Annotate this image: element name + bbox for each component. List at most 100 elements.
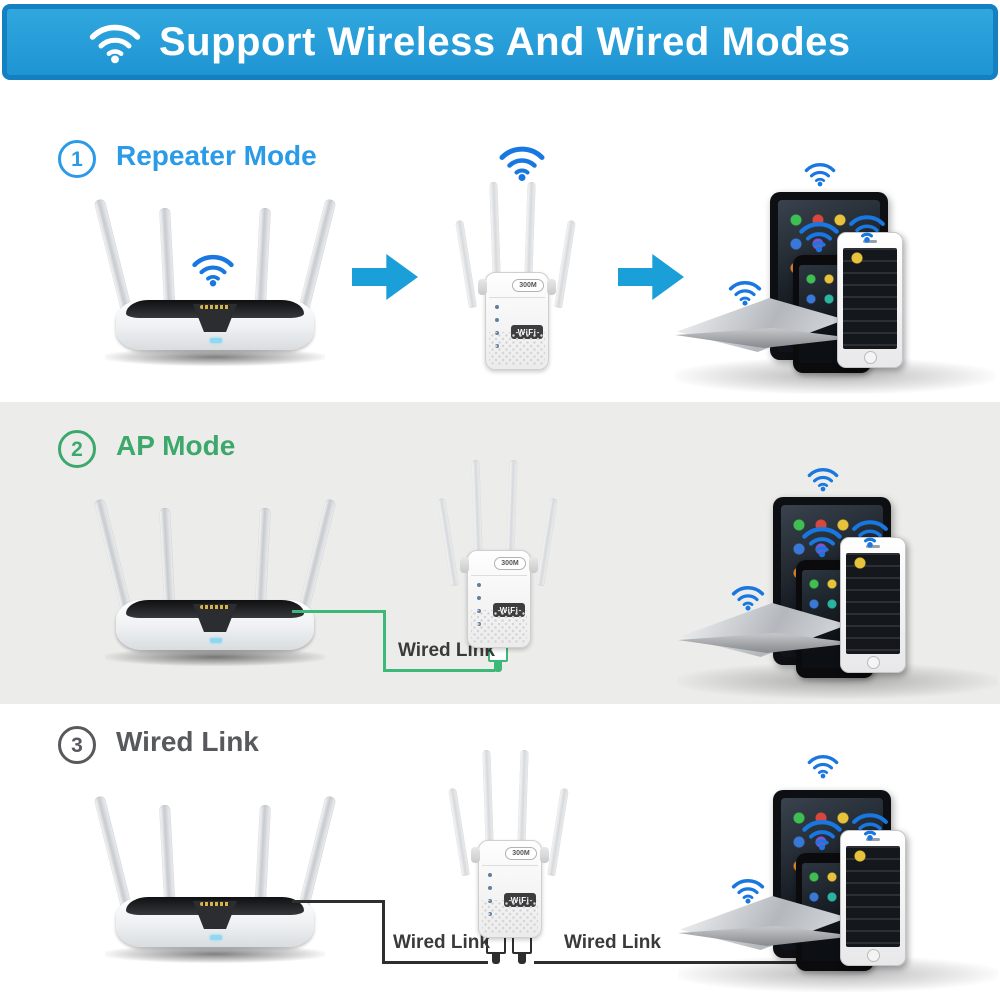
wifi-repeater-illustration-3: 300M WiFi bbox=[439, 749, 579, 950]
router-status-led bbox=[210, 638, 222, 643]
router-antenna bbox=[93, 198, 134, 318]
repeater-antenna bbox=[536, 497, 558, 587]
wifi-signal-icon bbox=[800, 816, 844, 851]
wifi-signal-icon bbox=[803, 160, 837, 187]
phone-home-button bbox=[867, 656, 880, 669]
client-devices-2 bbox=[678, 465, 998, 705]
plug-cable bbox=[492, 952, 500, 964]
phone-home-button bbox=[864, 351, 877, 364]
ethernet-cable bbox=[383, 610, 386, 672]
repeater-antenna bbox=[554, 219, 576, 309]
wifi-signal-icon bbox=[806, 465, 840, 492]
wired-link-label-left: Wired Link bbox=[393, 932, 490, 953]
wifi-signal-icon bbox=[806, 752, 840, 779]
repeater-antenna bbox=[506, 459, 518, 555]
ethernet-cable bbox=[534, 961, 800, 964]
repeater-vent-texture bbox=[482, 900, 538, 934]
router-antenna bbox=[296, 795, 337, 915]
router-shadow bbox=[105, 648, 325, 666]
repeater-vent-texture bbox=[489, 332, 545, 366]
repeater-antenna bbox=[517, 749, 529, 845]
mode-1-number: 1 bbox=[71, 147, 83, 171]
repeater-side-tab bbox=[547, 279, 556, 295]
repeater-side-tab bbox=[471, 847, 480, 863]
repeater-antenna bbox=[437, 497, 459, 587]
client-devices-3 bbox=[678, 755, 998, 998]
wifi-signal-icon bbox=[730, 583, 766, 611]
repeater-side-tab bbox=[478, 279, 487, 295]
mode-3-label: Wired Link bbox=[116, 726, 259, 757]
mode-1-label: Repeater Mode bbox=[116, 140, 317, 171]
repeater-antenna bbox=[482, 749, 494, 845]
router-shadow bbox=[105, 945, 325, 963]
header-banner: Support Wireless And Wired Modes bbox=[2, 4, 998, 80]
repeater-side-tab bbox=[529, 557, 538, 573]
router-illustration-3 bbox=[93, 795, 337, 963]
ethernet-cable bbox=[383, 669, 495, 672]
router-antenna bbox=[93, 795, 134, 915]
smartphone-white-screen bbox=[843, 248, 897, 349]
repeater-seam bbox=[482, 865, 538, 866]
client-devices-1 bbox=[675, 160, 995, 400]
router-illustration-1 bbox=[93, 198, 337, 366]
page-title: Support Wireless And Wired Modes bbox=[159, 19, 851, 64]
smartphone-white bbox=[840, 830, 906, 966]
smartphone-white bbox=[840, 537, 906, 673]
router-illustration-2 bbox=[93, 498, 337, 666]
repeater-led bbox=[488, 873, 492, 877]
repeater-speed-badge: 300M bbox=[494, 557, 526, 570]
router-status-led bbox=[210, 935, 222, 940]
plug-cable bbox=[494, 660, 502, 672]
repeater-body: 300M WiFi bbox=[478, 272, 556, 370]
plug-cable bbox=[518, 952, 526, 964]
repeater-antenna bbox=[471, 459, 483, 555]
ethernet-cable bbox=[382, 961, 488, 964]
mode-2-number: 2 bbox=[71, 437, 83, 461]
router-body bbox=[116, 300, 314, 350]
wifi-signal-icon bbox=[797, 218, 841, 253]
smartphone-white-screen bbox=[846, 846, 900, 947]
repeater-speed-badge: 300M bbox=[505, 847, 537, 860]
repeater-seam bbox=[489, 297, 545, 298]
repeater-led bbox=[477, 583, 481, 587]
repeater-antenna bbox=[547, 787, 569, 877]
repeater-antenna bbox=[524, 181, 536, 277]
repeater-speed-badge: 300M bbox=[512, 279, 544, 292]
wifi-signal-icon bbox=[850, 517, 890, 548]
router-status-led bbox=[210, 338, 222, 343]
router-led-strip bbox=[200, 902, 230, 906]
arrow-right-icon bbox=[352, 254, 418, 300]
mode-3-number-badge: 3 bbox=[58, 726, 96, 764]
wifi-signal-icon bbox=[847, 212, 887, 243]
repeater-led bbox=[495, 305, 499, 309]
wifi-signal-icon bbox=[800, 523, 844, 558]
router-antenna bbox=[296, 198, 337, 318]
phone-speaker bbox=[866, 838, 880, 841]
router-body bbox=[116, 600, 314, 650]
repeater-antenna bbox=[489, 181, 501, 277]
repeater-led bbox=[488, 886, 492, 890]
mode-3-number: 3 bbox=[71, 733, 83, 757]
smartphone-white bbox=[837, 232, 903, 368]
repeater-vent-texture bbox=[471, 610, 527, 644]
router-led-strip bbox=[200, 605, 230, 609]
wifi-signal-icon bbox=[497, 142, 547, 182]
wired-link-label-right: Wired Link bbox=[564, 932, 661, 953]
repeater-led bbox=[495, 318, 499, 322]
repeater-antenna bbox=[448, 787, 470, 877]
mode-2-number-badge: 2 bbox=[58, 430, 96, 468]
wifi-repeater-illustration-1: 300M WiFi bbox=[446, 181, 586, 382]
wifi-signal-icon bbox=[190, 250, 236, 288]
ethernet-cable bbox=[292, 900, 385, 903]
ethernet-cable bbox=[382, 900, 385, 964]
router-body bbox=[116, 897, 314, 947]
wifi-signal-icon bbox=[727, 278, 763, 306]
repeater-side-tab bbox=[460, 557, 469, 573]
router-antenna bbox=[93, 498, 134, 618]
wifi-signal-icon bbox=[730, 876, 766, 904]
mode-2-label: AP Mode bbox=[116, 430, 236, 461]
wifi-repeater-illustration-2: 300M WiFi bbox=[428, 459, 568, 660]
wifi-icon bbox=[87, 20, 143, 64]
repeater-antenna bbox=[455, 219, 477, 309]
